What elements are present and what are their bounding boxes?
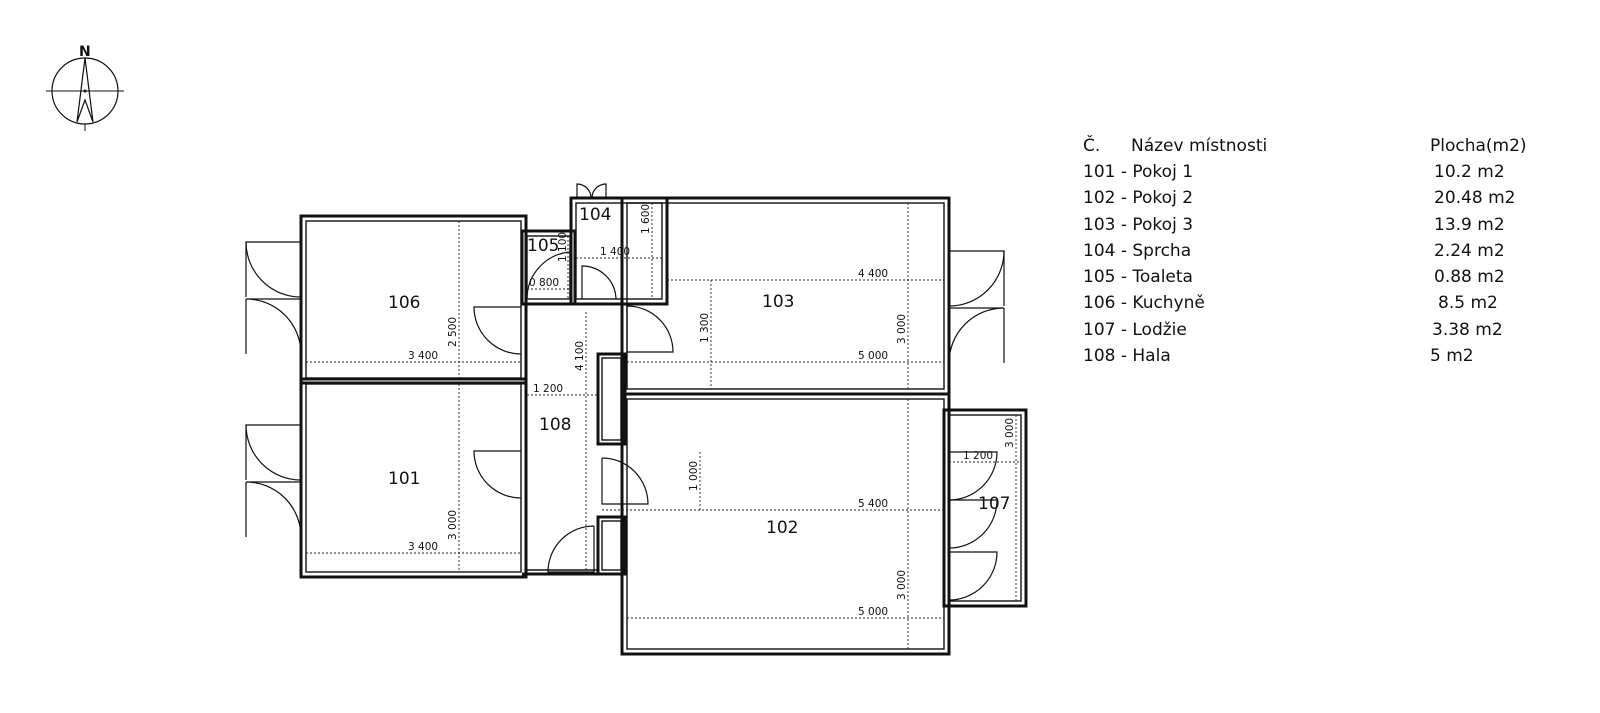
dim-label: 3 000	[896, 314, 908, 344]
room-label-104: 104	[579, 205, 611, 225]
legend-entry: 106 - Kuchyně	[1083, 293, 1205, 313]
dim-label: 1 400	[600, 246, 630, 258]
dim-label: 2 500	[447, 317, 459, 347]
legend-header-name: Název místnosti	[1131, 136, 1267, 156]
legend-area: 0.88 m2	[1434, 267, 1505, 287]
legend-entry: 103 - Pokoj 3	[1083, 215, 1193, 235]
room-label-107: 107	[978, 494, 1010, 514]
room-label-105: 105	[527, 236, 559, 256]
legend-area: 10.2 m2	[1434, 162, 1505, 182]
dim-label: 4 100	[574, 341, 586, 371]
dim-label: 1 100	[557, 232, 569, 262]
dim-label: 1 200	[963, 450, 993, 462]
dim-label: 3 400	[408, 541, 438, 553]
dim-label: 3 000	[896, 570, 908, 600]
legend-area: 2.24 m2	[1434, 241, 1505, 261]
legend-header-no: Č.	[1083, 134, 1100, 156]
dimension-lines	[306, 203, 1021, 649]
room-label-106: 106	[388, 293, 420, 313]
room-label-102: 102	[766, 518, 798, 538]
dim-label: 3 000	[1004, 418, 1016, 448]
room-label-101: 101	[388, 469, 420, 489]
legend-area: 13.9 m2	[1434, 215, 1505, 235]
dim-label: 0 800	[529, 277, 559, 289]
dim-label: 1 000	[688, 461, 700, 491]
legend-header-area: Plocha(m2)	[1430, 136, 1527, 156]
legend-entry: 105 - Toaleta	[1083, 267, 1193, 287]
dim-label: 1 600	[640, 204, 652, 234]
dim-label: 5 000	[858, 350, 888, 362]
dim-label: 3 400	[408, 350, 438, 362]
room-label-108: 108	[539, 415, 571, 435]
dim-label: 1 200	[533, 383, 563, 395]
room-labels: 101 102 103 104 105 106 107 108	[388, 205, 1010, 538]
room-legend: Č. Název místnosti Plocha(m2) 101 - Poko…	[1083, 134, 1527, 366]
dim-label: 1 300	[699, 313, 711, 343]
legend-entry: 104 - Sprcha	[1083, 241, 1191, 261]
legend-area: 20.48 m2	[1434, 188, 1515, 208]
room-label-103: 103	[762, 292, 794, 312]
dim-label: 5 400	[858, 498, 888, 510]
dim-label: 3 000	[447, 510, 459, 540]
legend-entry: 108 - Hala	[1083, 346, 1171, 366]
north-label: N	[79, 44, 91, 60]
legend-entry: 107 - Lodžie	[1083, 320, 1187, 340]
legend-area: 5 m2	[1430, 346, 1474, 366]
legend-entry: 101 - Pokoj 1	[1083, 162, 1193, 182]
dimension-labels: 3 400 2 500 3 400 3 000 1 100 0 800 1 40…	[408, 204, 1016, 618]
dim-label: 4 400	[858, 268, 888, 280]
legend-entry: 102 - Pokoj 2	[1083, 188, 1193, 208]
north-compass: N	[46, 44, 124, 131]
dim-label: 5 000	[858, 606, 888, 618]
legend-area: 8.5 m2	[1438, 293, 1498, 313]
walls	[299, 196, 1028, 656]
doors	[245, 183, 1005, 601]
legend-area: 3.38 m2	[1432, 320, 1503, 340]
